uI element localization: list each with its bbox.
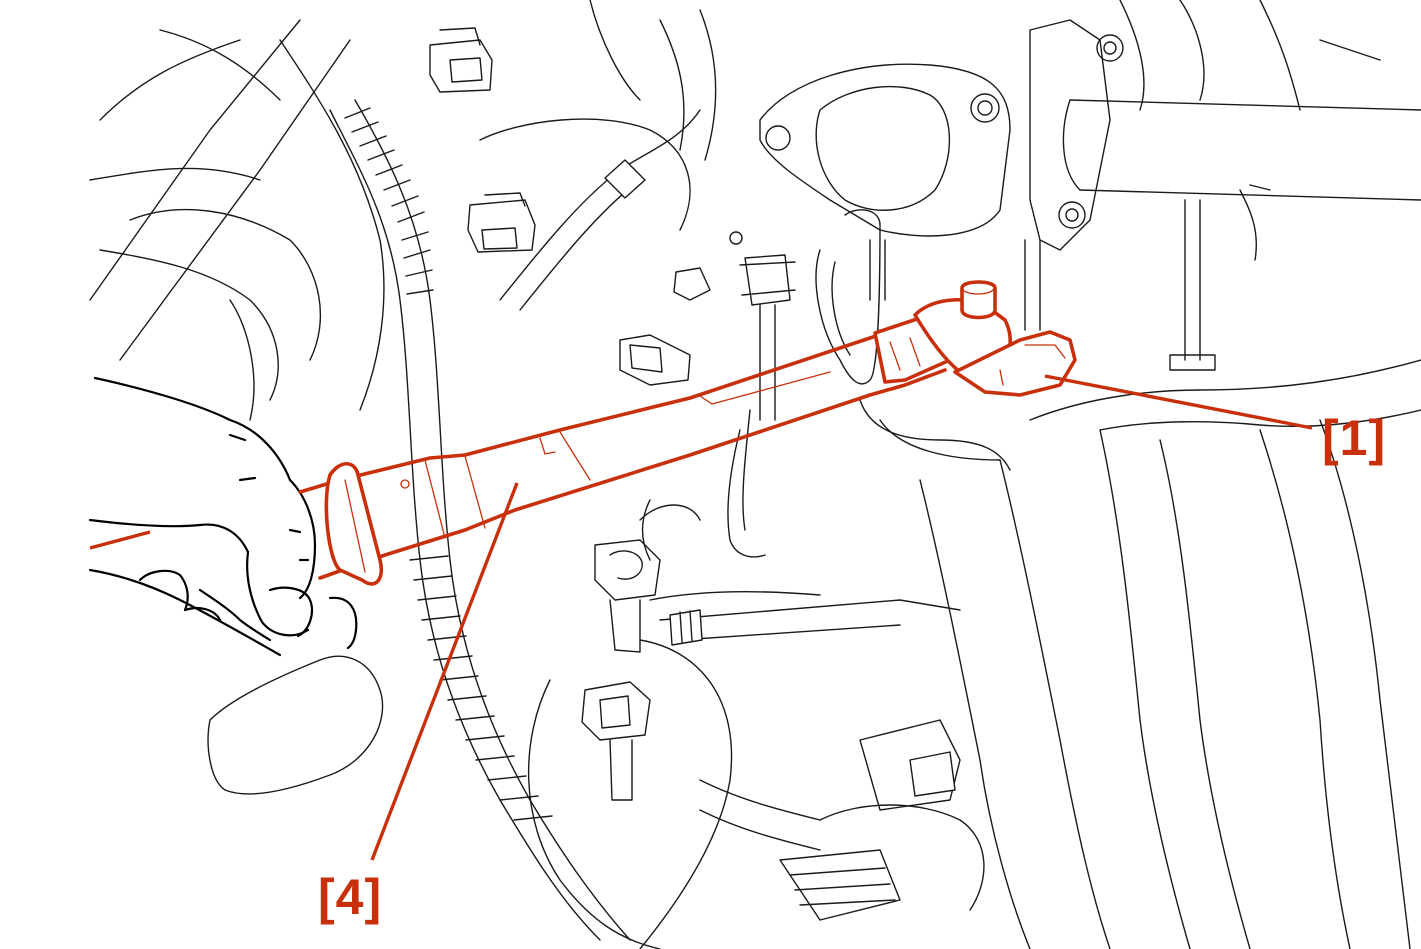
- hand-icon: [88, 376, 384, 795]
- engine-background-linework: [89, 0, 1421, 949]
- callout-1-label: [1]: [1322, 410, 1387, 466]
- callout-4-label: [4]: [318, 869, 383, 925]
- callout-1-leader: [1044, 374, 1313, 430]
- torque-wrench-icon: [89, 280, 1077, 586]
- callout-4-leader: [370, 482, 519, 861]
